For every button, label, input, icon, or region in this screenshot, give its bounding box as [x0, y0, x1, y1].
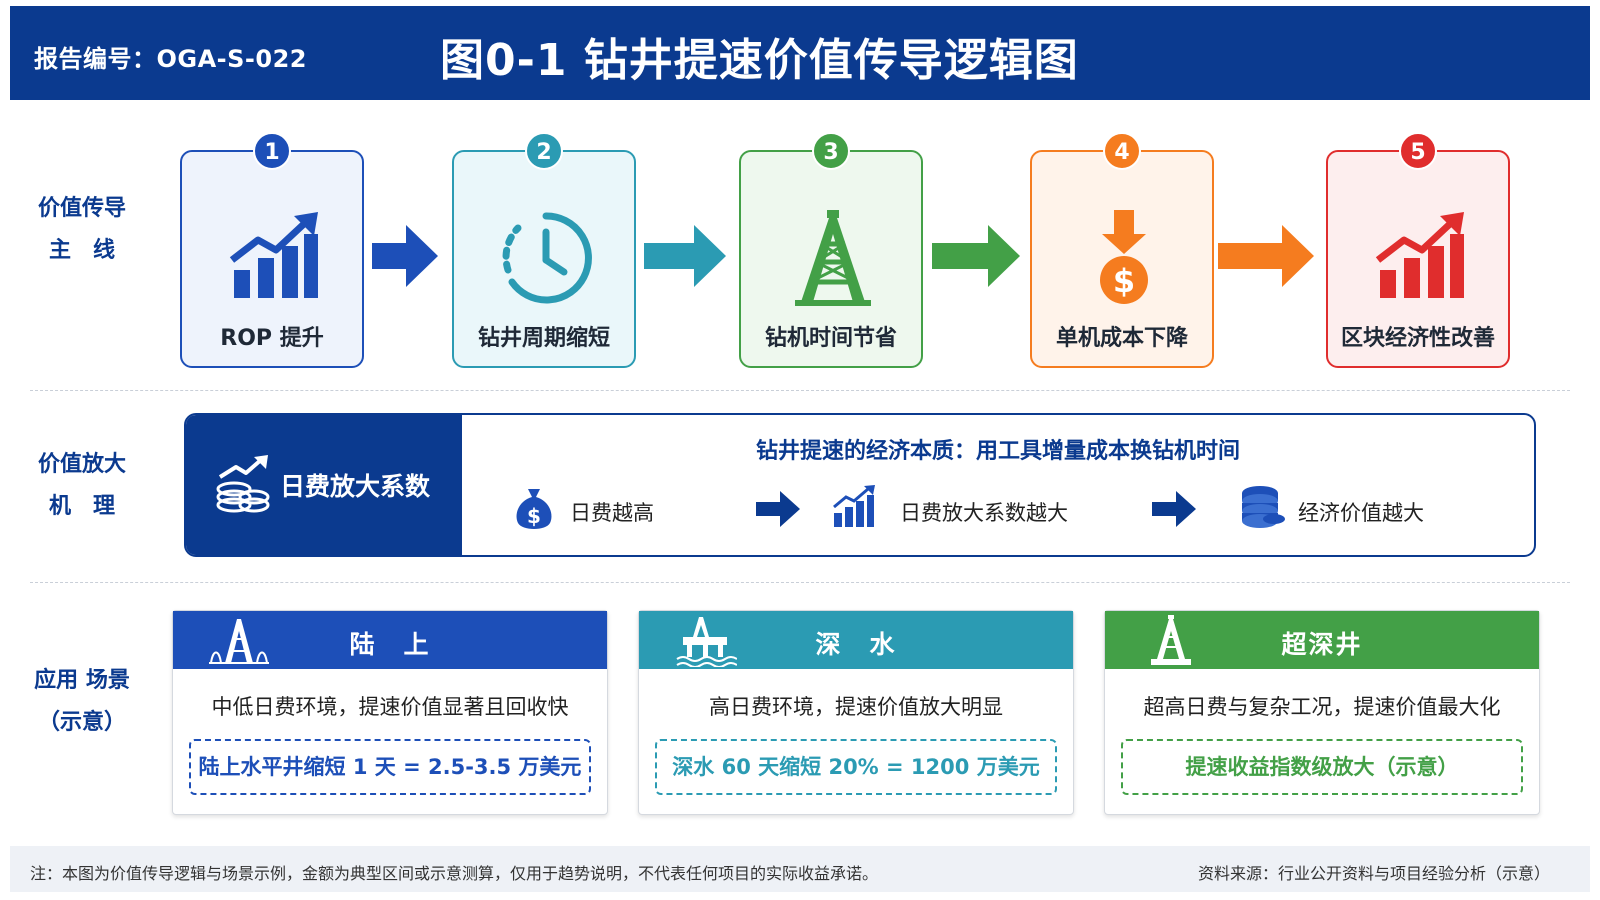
- scenario-value-box: 陆上水平井缩短 1 天 = 2.5-3.5 万美元: [189, 739, 591, 795]
- arrow-right-icon: [644, 225, 726, 287]
- step-number-badge: 2: [525, 132, 563, 170]
- offshore-platform-icon: [676, 617, 737, 667]
- step-number-badge: 1: [253, 132, 291, 170]
- section-divider: [30, 390, 1570, 391]
- scenario-card-header: 深 水: [639, 611, 1073, 669]
- mechanism-item: 日费放大系数越大: [900, 501, 1068, 525]
- scenario-description: 超高日费与复杂工况，提速价值最大化: [1143, 695, 1501, 719]
- step-number-badge: 5: [1399, 132, 1437, 170]
- arrow-right-icon: [932, 225, 1020, 287]
- bar-chart-up-icon: [833, 485, 875, 527]
- mechanism-panel: 日费放大系数 钻井提速的经济本质：用工具增量成本换钻机时间 $ 日费越高 日费放…: [184, 413, 1536, 557]
- flow-step-rig-time: 3 钻机时间节省: [739, 132, 923, 368]
- mechanism-key-block: 日费放大系数: [186, 415, 462, 555]
- mechanism-item: 经济价值越大: [1298, 501, 1424, 525]
- flow-step-economics: 5 区块经济性改善: [1326, 132, 1510, 368]
- step-label: 钻机时间节省: [764, 326, 897, 351]
- arrow-right-icon: [1218, 225, 1314, 287]
- coin-stack-icon: [1242, 486, 1285, 528]
- svg-text:$: $: [527, 504, 541, 528]
- step-number-badge: 4: [1103, 132, 1141, 170]
- page-title: 图0-1 钻井提速价值传导逻辑图: [440, 35, 1079, 86]
- row-label-scenarios: 应用 场景 （示意）: [12, 660, 152, 744]
- header-banner: 报告编号：OGA-S-022 图0-1 钻井提速价值传导逻辑图: [10, 6, 1590, 100]
- scenario-value-box: 提速收益指数级放大（示意）: [1121, 739, 1523, 795]
- footer-source: 资料来源：行业公开资料与项目经验分析（示意）: [1197, 864, 1550, 883]
- footer-note: 注：本图为价值传导逻辑与场景示例，金额为典型区间或示意测算，仅用于趋势说明，不代…: [30, 864, 879, 883]
- row-label-mechanism: 价值放大 机 理: [12, 444, 152, 528]
- step-label: 钻井周期缩短: [477, 326, 610, 351]
- cost-down-icon: $: [1100, 210, 1148, 304]
- mechanism-title: 钻井提速的经济本质：用工具增量成本换钻机时间: [755, 439, 1240, 464]
- scenario-description: 高日费环境，提速价值放大明显: [709, 695, 1003, 719]
- scenario-title: 深 水: [815, 630, 897, 659]
- row-label-line: （示意）: [37, 710, 126, 735]
- clock-icon: [502, 212, 592, 304]
- coins-growth-icon: [216, 455, 270, 513]
- step-label: ROP 提升: [220, 326, 324, 351]
- scenario-value-box: 深水 60 天缩短 20% = 1200 万美元: [655, 739, 1057, 795]
- scenario-card-header: 陆 上: [173, 611, 607, 669]
- onshore-rig-icon: [209, 619, 269, 664]
- row-label-line: 主 线: [48, 238, 115, 263]
- scenario-title: 超深井: [1281, 630, 1363, 659]
- row-label-line: 机 理: [48, 494, 115, 519]
- footer-bar: 注：本图为价值传导逻辑与场景示例，金额为典型区间或示意测算，仅用于趋势说明，不代…: [10, 846, 1590, 892]
- row-label-line: 价值传导: [37, 196, 126, 221]
- mechanism-item: 日费越高: [570, 501, 654, 525]
- bar-chart-up-icon: [229, 212, 318, 298]
- report-number: 报告编号：OGA-S-022: [34, 45, 307, 73]
- scenario-title: 陆 上: [349, 630, 431, 659]
- scenario-card-ultradeep: 超深井 超高日费与复杂工况，提速价值最大化 提速收益指数级放大（示意）: [1104, 610, 1540, 815]
- scenario-description: 中低日费环境，提速价值显著且回收快: [211, 695, 569, 719]
- scenario-card-onshore: 陆 上 中低日费环境，提速价值显著且回收快 陆上水平井缩短 1 天 = 2.5-…: [172, 610, 608, 815]
- svg-text:$: $: [1113, 262, 1135, 300]
- growth-chart-icon: [1375, 212, 1464, 298]
- deep-well-rig-icon: [1151, 615, 1191, 665]
- arrow-right-icon: [756, 491, 800, 527]
- flow-step-rop: 1 ROP 提升: [180, 132, 364, 368]
- step-number-badge: 3: [812, 132, 850, 170]
- step-label: 区块经济性改善: [1340, 326, 1495, 351]
- money-bag-icon: $: [516, 489, 552, 529]
- section-divider: [30, 582, 1570, 583]
- row-label-line: 应用 场景: [34, 668, 130, 693]
- arrow-right-icon: [372, 225, 438, 287]
- drilling-rig-icon: [795, 210, 871, 306]
- row-label-value-flow: 价值传导 主 线: [12, 188, 152, 272]
- arrow-right-icon: [1152, 491, 1196, 527]
- step-label: 单机成本下降: [1055, 326, 1188, 351]
- scenario-card-header: 超深井: [1105, 611, 1539, 669]
- row-label-line: 价值放大: [37, 452, 126, 477]
- mechanism-key-label: 日费放大系数: [280, 472, 431, 501]
- flow-step-cycle: 2 钻井周期缩短: [452, 132, 636, 368]
- flow-step-cost: 4 $ 单机成本下降: [1030, 132, 1214, 368]
- scenario-card-deepwater: 深 水 高日费环境，提速价值放大明显 深水 60 天缩短 20% = 1200 …: [638, 610, 1074, 815]
